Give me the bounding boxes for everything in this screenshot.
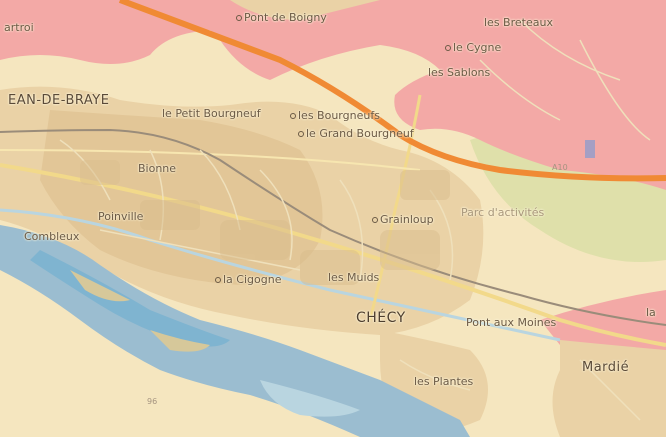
place-dot-icon: [236, 15, 242, 21]
canal: [0, 208, 561, 342]
label-partroi[interactable]: artroi: [4, 21, 34, 34]
urban-area-boigny: [230, 0, 380, 20]
label-la-cigogne-text: la Cigogne: [223, 273, 282, 286]
industrial-zone-north: [180, 0, 666, 190]
label-le-cygne[interactable]: le Cygne: [445, 42, 501, 53]
road-label-96: 96: [147, 397, 158, 406]
label-grainloup-text: Grainloup: [380, 213, 434, 226]
label-le-petit-bourgneuf[interactable]: le Petit Bourgneuf: [162, 107, 261, 120]
industrial-zone-east: [540, 290, 666, 352]
building-blocks: [80, 160, 450, 285]
label-combleux[interactable]: Combleux: [24, 230, 80, 243]
label-les-bourgneufs-text: les Bourgneufs: [298, 109, 380, 122]
label-saint-jean-de-braye[interactable]: EAN-DE-BRAYE: [8, 93, 110, 108]
railway: [0, 128, 666, 326]
place-dot-icon: [298, 131, 304, 137]
river-loire: [0, 225, 470, 437]
place-dot-icon: [445, 45, 451, 51]
label-le-cygne-text: le Cygne: [453, 41, 502, 54]
label-le-grand-bourgneuf[interactable]: le Grand Bourgneuf: [298, 128, 414, 139]
label-le-grand-bourgneuf-text: le Grand Bourgneuf: [306, 127, 414, 140]
label-les-muids[interactable]: les Muids: [328, 271, 380, 284]
label-mardie[interactable]: Mardié: [582, 360, 630, 375]
label-les-bourgneufs[interactable]: les Bourgneufs: [290, 110, 380, 121]
label-les-plantes[interactable]: les Plantes: [414, 375, 474, 388]
motorway-a10: [118, 0, 666, 182]
building-marker: [585, 140, 595, 158]
place-dot-icon: [215, 277, 221, 283]
label-pont-de-boigny[interactable]: Pont de Boigny: [236, 12, 327, 23]
place-dot-icon: [372, 217, 378, 223]
river-island-1: [70, 270, 130, 302]
secondary-road: [0, 149, 421, 171]
main-road-north-south: [368, 94, 422, 321]
label-la-edge[interactable]: la: [646, 306, 656, 319]
river-island-2: [150, 330, 210, 352]
place-dot-icon: [290, 113, 296, 119]
label-pont-de-boigny-text: Pont de Boigny: [244, 11, 327, 24]
south-bank: [0, 300, 160, 437]
label-les-breteaux[interactable]: les Breteaux: [484, 16, 553, 29]
label-les-sablons[interactable]: les Sablons: [428, 66, 491, 79]
label-parc-activites[interactable]: Parc d'activités: [461, 206, 545, 219]
road-label-a10: A10: [552, 163, 568, 172]
river-channel: [30, 250, 230, 347]
label-grainloup[interactable]: Grainloup: [372, 214, 434, 225]
label-la-cigogne[interactable]: la Cigogne: [215, 274, 281, 285]
main-road-d960: [0, 163, 666, 347]
label-checy[interactable]: CHÉCY: [356, 310, 406, 326]
label-poinville[interactable]: Poinville: [98, 210, 144, 223]
label-pont-aux-moines[interactable]: Pont aux Moines: [466, 316, 557, 329]
river-backwater: [260, 380, 360, 417]
label-bionne[interactable]: Bionne: [138, 162, 177, 175]
